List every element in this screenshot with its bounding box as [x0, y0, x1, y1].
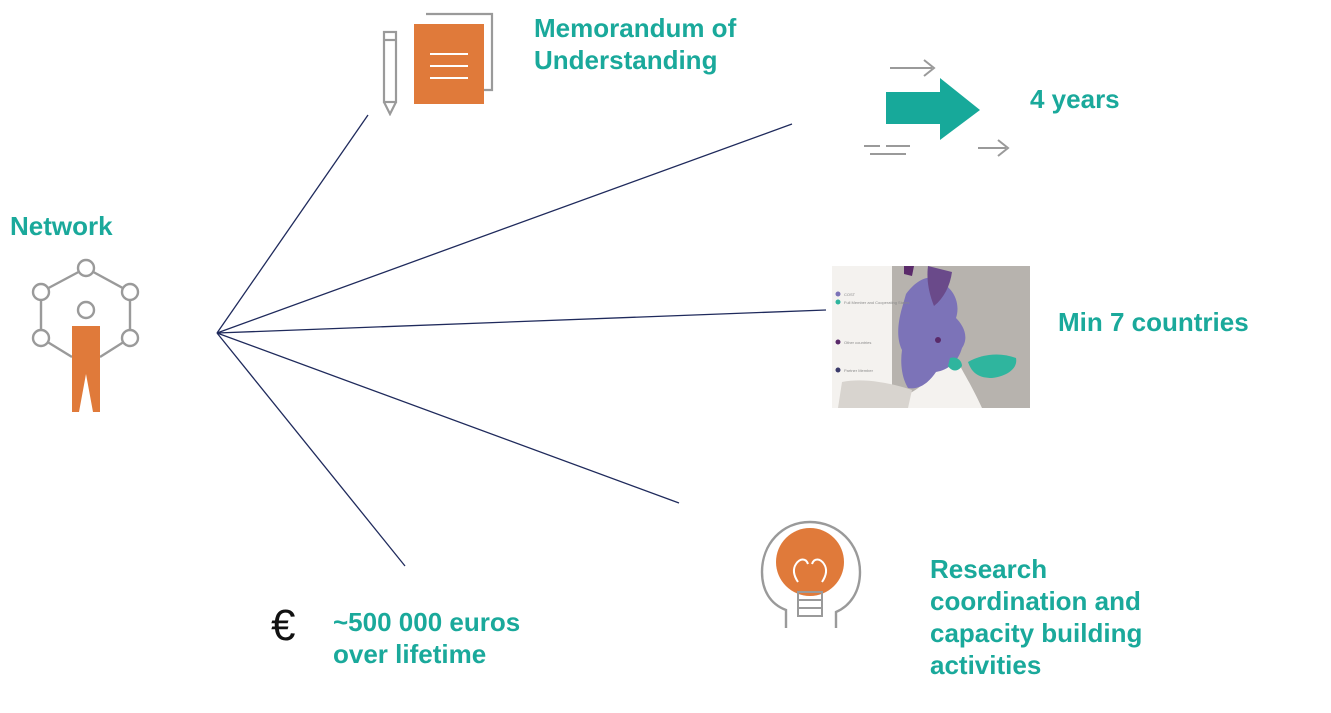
connector-to-budget	[216, 332, 406, 567]
research-label: Research coordination and capacity build…	[930, 553, 1142, 681]
budget-line-2: over lifetime	[333, 639, 487, 669]
map-legend-3: Other countries	[844, 340, 871, 345]
research-line-1: Research	[930, 554, 1048, 584]
map-legend-1: COST	[844, 292, 856, 297]
connector-to-countries	[216, 309, 827, 334]
research-line-4: activities	[930, 650, 1042, 680]
connector-to-duration	[216, 123, 793, 334]
connector-to-research	[216, 332, 680, 504]
map-legend-4: Partner Member	[844, 368, 874, 373]
document-pencil-icon	[382, 12, 494, 116]
connector-to-mou	[216, 114, 369, 334]
mou-line-1: Memorandum of	[534, 13, 737, 43]
countries-label: Min 7 countries	[1058, 307, 1249, 337]
mou-label: Memorandum of Understanding	[534, 12, 736, 76]
budget-line-1: ~500 000 euros	[333, 607, 521, 637]
budget-label: ~500 000 euros over lifetime	[333, 606, 520, 670]
head-lightbulb-icon	[760, 520, 862, 628]
research-line-2: coordination and	[930, 586, 1141, 616]
europe-map-icon: COST Full Member and Cooperating States …	[832, 266, 1030, 408]
network-label: Network	[10, 211, 113, 241]
duration-label: 4 years	[1030, 84, 1120, 114]
map-legend-2: Full Member and Cooperating States	[844, 300, 909, 305]
network-person-icon	[31, 258, 140, 412]
mou-line-2: Understanding	[534, 45, 718, 75]
forward-arrows-icon	[864, 59, 1010, 157]
euro-icon: €	[271, 601, 296, 650]
research-line-3: capacity building	[930, 618, 1143, 648]
